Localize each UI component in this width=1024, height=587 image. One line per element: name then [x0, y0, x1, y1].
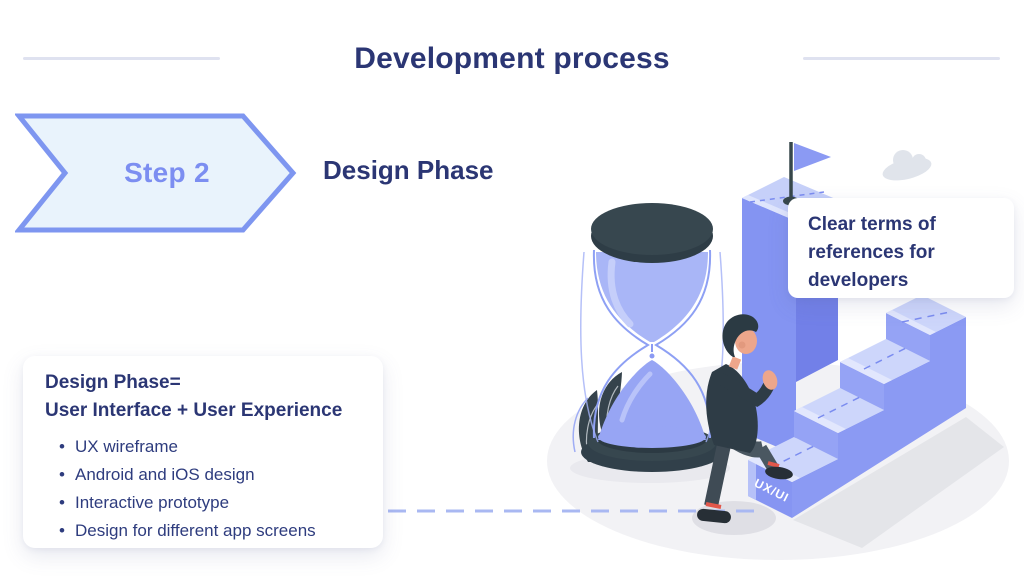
cloud-icon [882, 150, 932, 181]
staircase: UX/UI [748, 295, 966, 518]
step-badge-label: Step 2 [124, 157, 210, 188]
list-item: Design for different app screens [59, 517, 361, 545]
list-item: Android and iOS design [59, 461, 361, 489]
list-item: UX wireframe [59, 433, 361, 461]
title-divider-right [803, 57, 1000, 60]
design-phase-card: Design Phase= User Interface + User Expe… [23, 356, 383, 548]
staircase-ground-shadow [793, 417, 1004, 548]
clear-terms-card-text: Clear terms of references for developers [808, 214, 936, 291]
person-figure [697, 314, 793, 524]
design-phase-list: UX wireframe Android and iOS design Inte… [45, 433, 361, 545]
design-phase-card-title-line2: User Interface + User Experience [45, 400, 343, 421]
page-title: Development process [354, 42, 670, 75]
step-badge: Step 2 [15, 112, 297, 234]
list-item: Interactive prototype [59, 489, 361, 517]
design-phase-card-title-line1: Design Phase= [45, 372, 181, 393]
hourglass-icon [580, 203, 724, 472]
clear-terms-card: Clear terms of references for developers [788, 198, 1014, 298]
title-divider-left [23, 57, 220, 60]
step-chevron-shape [15, 113, 297, 233]
phase-title: Design Phase [323, 155, 494, 185]
